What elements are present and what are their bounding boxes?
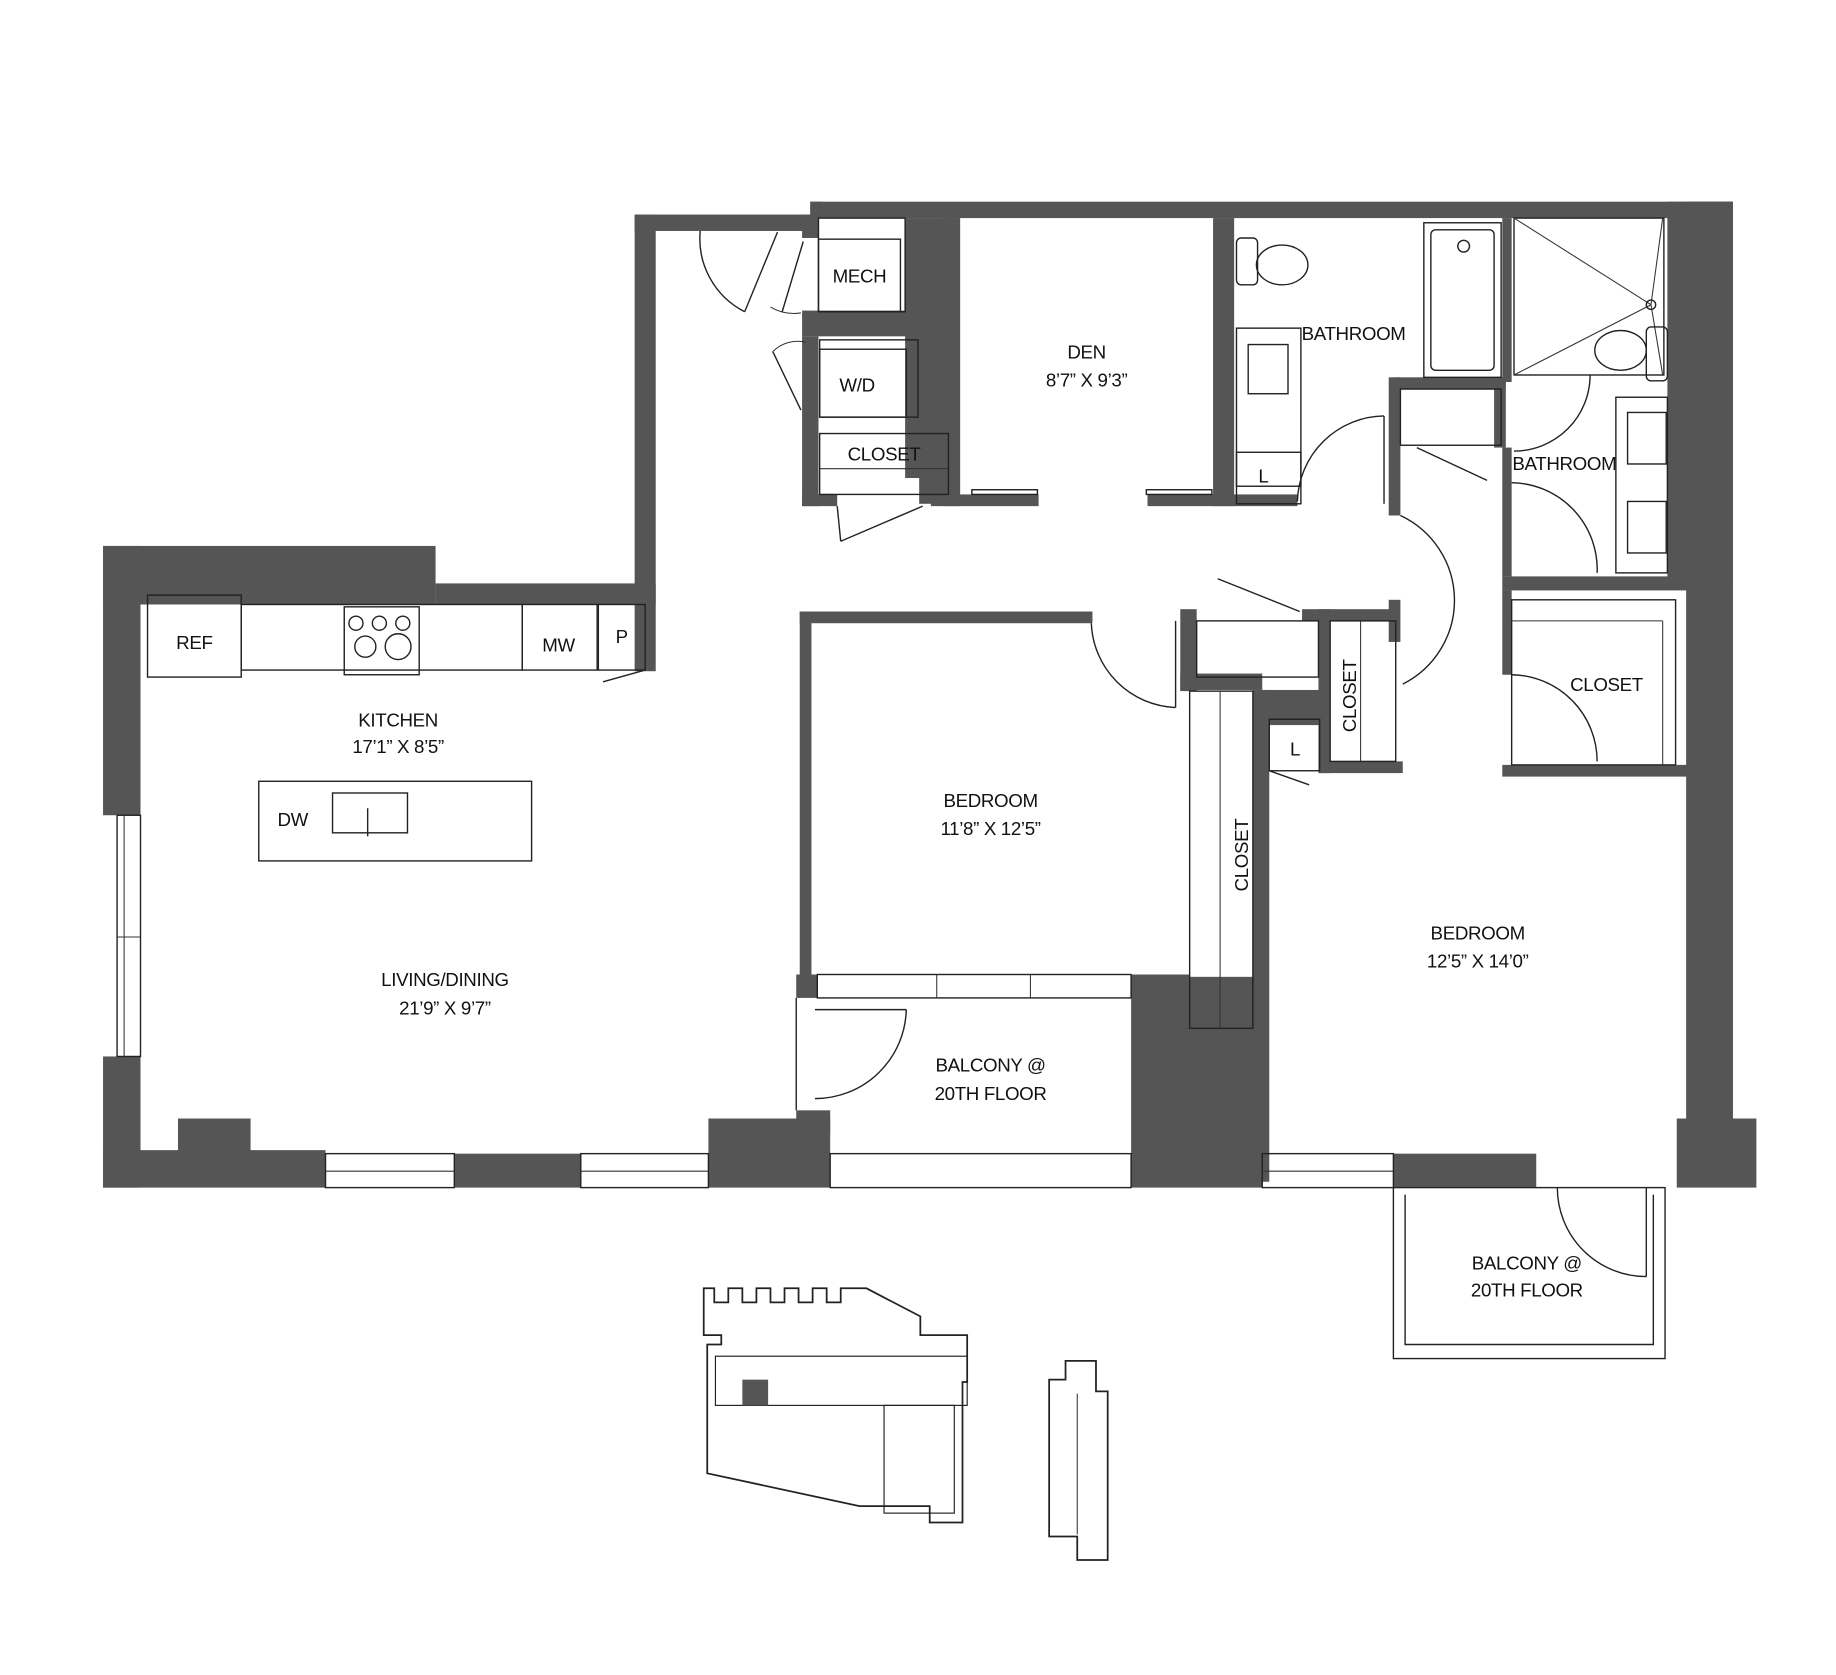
label-hall-closet: CLOSET xyxy=(848,443,921,464)
label-balcony-2: BALCONY @ xyxy=(1472,1253,1582,1274)
highlighted-unit xyxy=(742,1379,769,1406)
label-den-size: 8’7” X 9’3” xyxy=(1046,370,1128,391)
label-kitchen-size: 17’1” X 8’5” xyxy=(352,736,444,757)
label-balcony-1-floor: 20TH FLOOR xyxy=(935,1083,1047,1104)
fixtures xyxy=(116,217,1677,1360)
label-bedroom-2: BEDROOM xyxy=(1431,922,1525,943)
exterior-walls xyxy=(103,201,1757,1188)
label-pantry: P xyxy=(616,626,628,647)
label-bedroom-1-closet: CLOSET xyxy=(1231,819,1252,892)
label-dw: DW xyxy=(277,809,308,830)
label-wd: W/D xyxy=(839,374,874,395)
label-mw: MW xyxy=(542,634,575,655)
label-bedroom-1: BEDROOM xyxy=(943,790,1037,811)
room-labels: MECH W/D CLOSET DEN 8’7” X 9’3” BATHROOM… xyxy=(176,265,1643,1300)
label-bath1-linen: L xyxy=(1258,466,1268,487)
label-mech: MECH xyxy=(833,265,887,286)
label-balcony-2-floor: 20TH FLOOR xyxy=(1471,1280,1583,1301)
label-hall-closet-2: CLOSET xyxy=(1339,659,1360,732)
label-bedroom-1-size: 11’8” X 12’5” xyxy=(941,818,1041,839)
label-den: DEN xyxy=(1067,342,1105,363)
label-bedroom-2-size: 12’5” X 14’0” xyxy=(1427,950,1529,971)
label-bathroom-1: BATHROOM xyxy=(1302,323,1406,344)
label-bedroom-2-closet: CLOSET xyxy=(1570,674,1643,695)
label-living-size: 21’9” X 9’7” xyxy=(399,997,491,1018)
label-bathroom-2: BATHROOM xyxy=(1512,453,1616,474)
key-plan-podium xyxy=(702,1287,969,1524)
label-ref: REF xyxy=(176,632,212,653)
label-balcony-1: BALCONY @ xyxy=(936,1055,1046,1076)
label-living: LIVING/DINING xyxy=(381,969,509,990)
label-hall-linen: L xyxy=(1290,739,1300,760)
key-plan-tower xyxy=(1048,1360,1109,1561)
label-kitchen: KITCHEN xyxy=(358,709,438,730)
